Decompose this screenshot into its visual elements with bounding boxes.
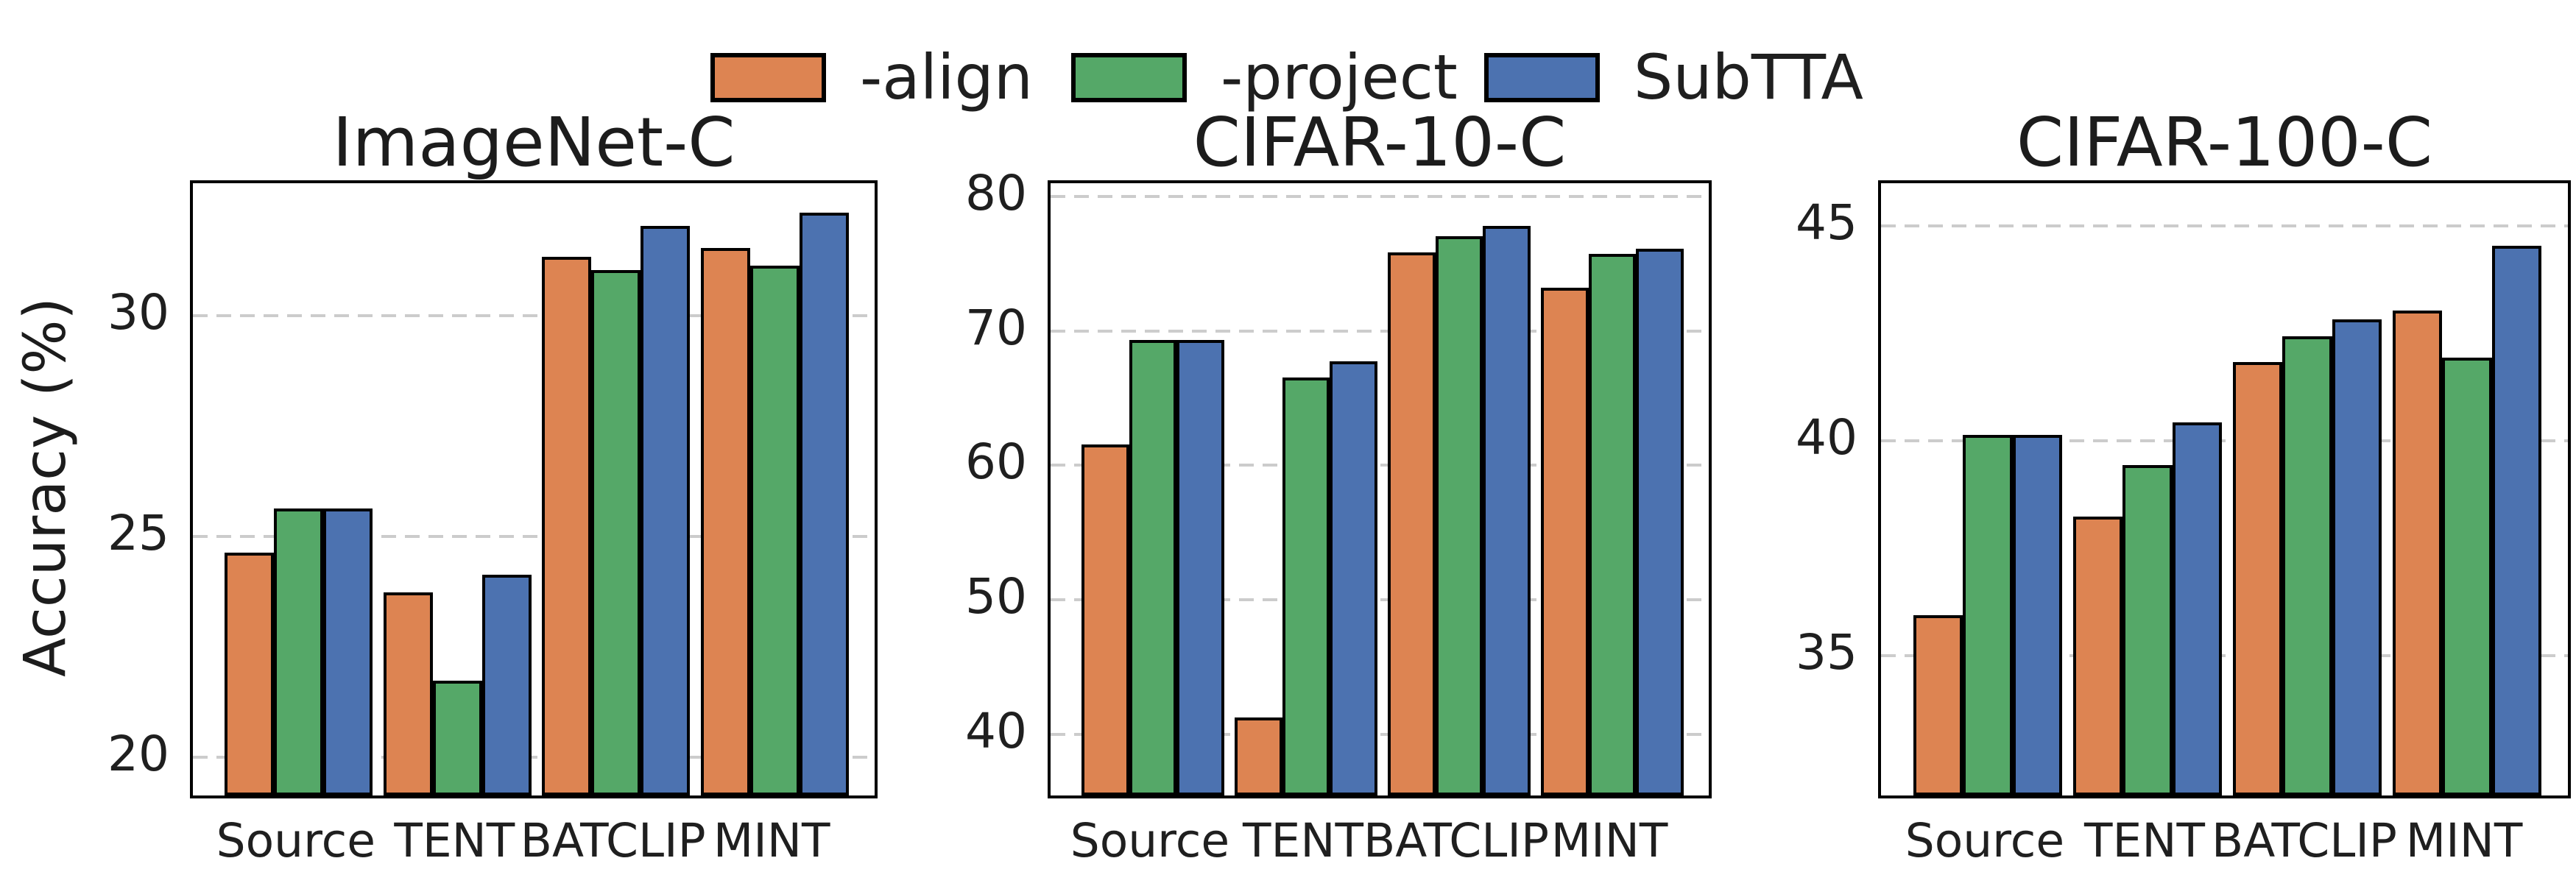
legend-swatch-align-icon bbox=[710, 52, 826, 102]
bar-project-batclip bbox=[1435, 236, 1483, 795]
bar-project-tent bbox=[1282, 378, 1330, 795]
bar-project-source bbox=[1963, 435, 2013, 795]
legend-label: -align bbox=[860, 41, 1034, 113]
bar-align-mint bbox=[1541, 287, 1589, 795]
bar-align-batclip bbox=[542, 257, 592, 795]
bar-subtta-tent bbox=[1330, 361, 1377, 795]
y-tick-label: 50 bbox=[965, 568, 1027, 625]
bar-subtta-mint bbox=[2491, 246, 2542, 795]
y-tick-label: 20 bbox=[107, 726, 169, 782]
bar-subtta-source bbox=[323, 508, 373, 795]
y-tick-label: 40 bbox=[965, 702, 1027, 759]
bar-subtta-batclip bbox=[641, 226, 691, 795]
panel-title-cifar-100-c: CIFAR-100-C bbox=[2016, 103, 2433, 182]
bar-align-batclip bbox=[1387, 252, 1436, 795]
bar-align-source bbox=[1913, 615, 1963, 795]
bar-align-tent bbox=[1234, 717, 1282, 795]
x-tick-label-source: Source bbox=[1070, 814, 1230, 868]
bar-subtta-batclip bbox=[1483, 225, 1531, 795]
panel-title-imagenet-c: ImageNet-C bbox=[332, 103, 735, 182]
gridline-y-40 bbox=[1881, 439, 2568, 442]
y-tick-label: 35 bbox=[1796, 623, 1857, 681]
x-tick-label-mint: MINT bbox=[2405, 814, 2523, 868]
bar-subtta-mint bbox=[1636, 248, 1684, 795]
bar-project-tent bbox=[2122, 464, 2173, 795]
bar-subtta-tent bbox=[2172, 422, 2223, 795]
y-tick-label: 25 bbox=[107, 505, 169, 561]
gridline-y-70 bbox=[1051, 329, 1709, 333]
bar-project-mint bbox=[1588, 254, 1637, 795]
y-tick-label: 80 bbox=[965, 165, 1027, 222]
bar-subtta-mint bbox=[799, 213, 849, 795]
bar-subtta-source bbox=[2012, 435, 2063, 795]
gridline-y-35 bbox=[1881, 653, 2568, 657]
x-tick-label-batclip: BATCLIP bbox=[2212, 814, 2397, 868]
plot-area-cifar-100-c bbox=[1878, 180, 2571, 798]
x-tick-label-mint: MINT bbox=[713, 814, 830, 868]
bar-subtta-source bbox=[1176, 339, 1224, 795]
gridline-y-45 bbox=[1881, 224, 2568, 228]
gridline-y-80 bbox=[1051, 195, 1709, 199]
legend-label: -project bbox=[1221, 41, 1458, 113]
y-tick-label: 70 bbox=[965, 299, 1027, 356]
gridline-y-40 bbox=[1051, 732, 1709, 736]
gridline-y-30 bbox=[193, 314, 875, 317]
gridline-y-25 bbox=[193, 535, 875, 538]
bar-project-batclip bbox=[591, 270, 641, 795]
x-tick-label-tent: TENT bbox=[394, 814, 515, 868]
x-tick-label-tent: TENT bbox=[1243, 814, 1363, 868]
bar-align-mint bbox=[2392, 310, 2443, 795]
legend-swatch-project-icon bbox=[1071, 52, 1187, 102]
bar-project-source bbox=[274, 508, 324, 795]
y-tick-label: 60 bbox=[965, 433, 1027, 491]
plot-area-cifar-10-c bbox=[1048, 180, 1712, 798]
panel-title-cifar-10-c: CIFAR-10-C bbox=[1193, 103, 1567, 182]
bar-align-source bbox=[1081, 444, 1129, 795]
gridline-y-50 bbox=[1051, 598, 1709, 602]
bar-project-batclip bbox=[2282, 336, 2332, 795]
x-tick-label-tent: TENT bbox=[2084, 814, 2205, 868]
y-tick-label: 30 bbox=[107, 284, 169, 341]
bar-align-source bbox=[225, 553, 275, 795]
bar-align-tent bbox=[2072, 516, 2123, 795]
bar-project-mint bbox=[749, 266, 800, 795]
x-tick-label-source: Source bbox=[1905, 814, 2065, 868]
y-axis-label: Accuracy (%) bbox=[13, 297, 79, 677]
x-tick-label-mint: MINT bbox=[1550, 814, 1668, 868]
legend-item-align: -align bbox=[710, 44, 1033, 110]
legend-swatch-subtta-icon bbox=[1484, 52, 1600, 102]
gridline-y-20 bbox=[193, 756, 875, 759]
y-tick-label: 45 bbox=[1796, 194, 1857, 252]
gridline-y-60 bbox=[1051, 464, 1709, 467]
x-tick-label-batclip: BATCLIP bbox=[1363, 814, 1549, 868]
bar-subtta-tent bbox=[481, 575, 532, 795]
bar-project-source bbox=[1129, 339, 1177, 795]
bar-project-mint bbox=[2442, 358, 2492, 795]
legend-item-subtta: SubTTA bbox=[1484, 44, 1863, 110]
bar-align-batclip bbox=[2232, 361, 2283, 795]
bar-align-tent bbox=[383, 592, 433, 795]
bar-project-tent bbox=[432, 681, 482, 795]
bar-align-mint bbox=[700, 248, 750, 795]
plot-area-imagenet-c bbox=[190, 180, 878, 798]
bar-subtta-batclip bbox=[2332, 319, 2382, 795]
legend-item-project: -project bbox=[1071, 44, 1458, 110]
y-tick-label: 40 bbox=[1796, 409, 1857, 466]
x-tick-label-source: Source bbox=[216, 814, 376, 868]
x-tick-label-batclip: BATCLIP bbox=[520, 814, 706, 868]
legend-label: SubTTA bbox=[1634, 41, 1863, 113]
